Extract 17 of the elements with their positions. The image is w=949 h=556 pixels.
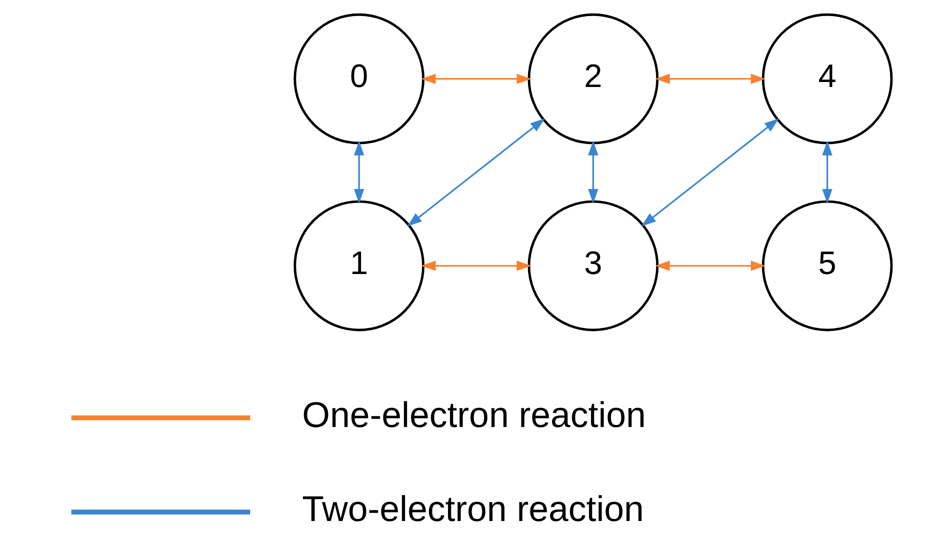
arrow: [407, 118, 545, 226]
arrow: [655, 74, 766, 84]
node-circle: 5: [762, 200, 893, 332]
arrow: [822, 140, 832, 204]
arrow: [354, 140, 364, 204]
arrow: [588, 140, 598, 204]
arrow: [421, 260, 532, 271]
arrow: [641, 118, 779, 226]
node-circle: 1: [294, 200, 425, 332]
node-circle: 2: [528, 13, 659, 144]
arrow: [421, 74, 532, 84]
arrow: [655, 260, 766, 271]
node-circle: 0: [294, 13, 425, 144]
legend-label: One-electron reaction: [302, 394, 646, 435]
node-circle: 4: [762, 13, 893, 144]
node-circle: 3: [528, 200, 659, 332]
legend-label: Two-electron reaction: [302, 489, 644, 530]
